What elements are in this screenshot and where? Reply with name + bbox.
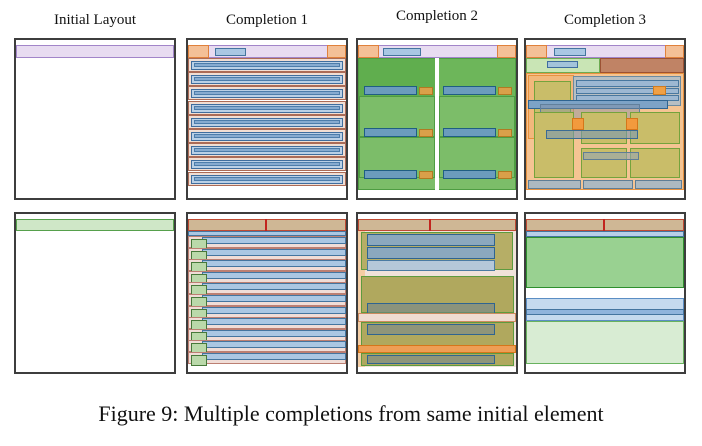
layout-rect	[383, 48, 421, 56]
layout-rect	[665, 45, 684, 58]
layout-rect	[16, 219, 174, 231]
layout-rect	[576, 88, 679, 94]
layout-rect	[202, 330, 346, 337]
layout-rect	[364, 86, 417, 95]
layout-rect	[526, 237, 684, 288]
layout-rect	[188, 219, 346, 231]
column-title-completion-3: Completion 3	[563, 12, 647, 28]
layout-rect	[188, 45, 346, 58]
layout-rect	[367, 324, 495, 335]
layout-rect	[626, 118, 638, 130]
layout-rect	[526, 219, 684, 231]
panel-completion-2-bottom	[356, 212, 518, 374]
layout-rect	[497, 45, 516, 58]
layout-rect	[583, 152, 639, 160]
layout-rect	[202, 237, 346, 244]
layout-rect	[526, 45, 547, 58]
layout-rect	[194, 106, 340, 110]
layout-rect	[546, 130, 638, 139]
layout-rect	[358, 219, 516, 231]
layout-rect	[194, 77, 340, 81]
layout-rect	[202, 272, 346, 279]
layout-rect	[419, 87, 433, 95]
layout-rect	[265, 219, 267, 231]
layout-rect	[188, 231, 346, 236]
layout-rect	[419, 129, 433, 137]
layout-rect	[191, 355, 207, 366]
layout-rect	[194, 148, 340, 152]
layout-rect	[367, 260, 495, 271]
layout-rect	[202, 341, 346, 348]
column-title-completion-2: Completion 2	[395, 8, 479, 24]
layout-rect	[635, 180, 682, 189]
panel-completion-1-bottom	[186, 212, 348, 374]
panel-completion-3-bottom	[524, 212, 686, 374]
layout-rect	[202, 283, 346, 290]
layout-rect	[202, 260, 346, 267]
layout-rect	[443, 170, 496, 179]
layout-rect	[202, 353, 346, 360]
layout-rect	[358, 45, 516, 58]
layout-rect	[367, 234, 495, 246]
panel-initial-layout-top	[14, 38, 176, 200]
layout-rect	[435, 58, 439, 190]
column-title-completion-1: Completion 1	[225, 12, 309, 28]
layout-rect	[364, 128, 417, 137]
panel-completion-3-top	[524, 38, 686, 200]
layout-rect	[429, 219, 431, 231]
layout-rect	[358, 45, 379, 58]
layout-rect	[215, 48, 246, 56]
layout-rect	[653, 86, 666, 95]
layout-rect	[443, 86, 496, 95]
layout-rect	[202, 295, 346, 302]
layout-rect	[188, 45, 209, 58]
layout-rect	[194, 120, 340, 124]
panel-completion-1-top	[186, 38, 348, 200]
layout-rect	[367, 247, 495, 259]
layout-rect	[600, 58, 684, 73]
layout-rect	[16, 45, 174, 58]
layout-rect	[364, 170, 417, 179]
layout-rect	[194, 162, 340, 166]
layout-rect	[576, 80, 679, 87]
layout-rect	[202, 318, 346, 325]
layout-rect	[554, 48, 586, 56]
layout-rect	[498, 171, 512, 179]
layout-rect	[498, 87, 512, 95]
layout-rect	[327, 45, 346, 58]
layout-rect	[528, 180, 581, 189]
layout-rect	[367, 355, 495, 364]
layout-rect	[194, 63, 340, 67]
layout-rect	[358, 345, 516, 353]
layout-rect	[603, 219, 605, 231]
layout-rect	[526, 321, 684, 364]
layout-rect	[581, 112, 627, 144]
layout-rect	[194, 91, 340, 95]
panel-initial-layout-bottom	[14, 212, 176, 374]
panel-completion-2-top	[356, 38, 518, 200]
layout-rect	[526, 309, 684, 315]
layout-rect	[443, 128, 496, 137]
layout-rect	[572, 118, 584, 130]
layout-rect	[583, 180, 633, 189]
layout-rect	[202, 249, 346, 256]
layout-rect	[526, 45, 684, 58]
layout-rect	[534, 112, 574, 178]
layout-rect	[498, 129, 512, 137]
column-title-initial-layout: Initial Layout	[53, 12, 137, 28]
layout-rect	[526, 231, 684, 237]
layout-rect	[358, 313, 516, 322]
figure-caption: Figure 9: Multiple completions from same…	[98, 401, 604, 426]
layout-rect	[202, 307, 346, 314]
layout-rect	[419, 171, 433, 179]
layout-rect	[194, 177, 340, 181]
layout-rect	[547, 61, 578, 68]
layout-rect	[194, 134, 340, 138]
